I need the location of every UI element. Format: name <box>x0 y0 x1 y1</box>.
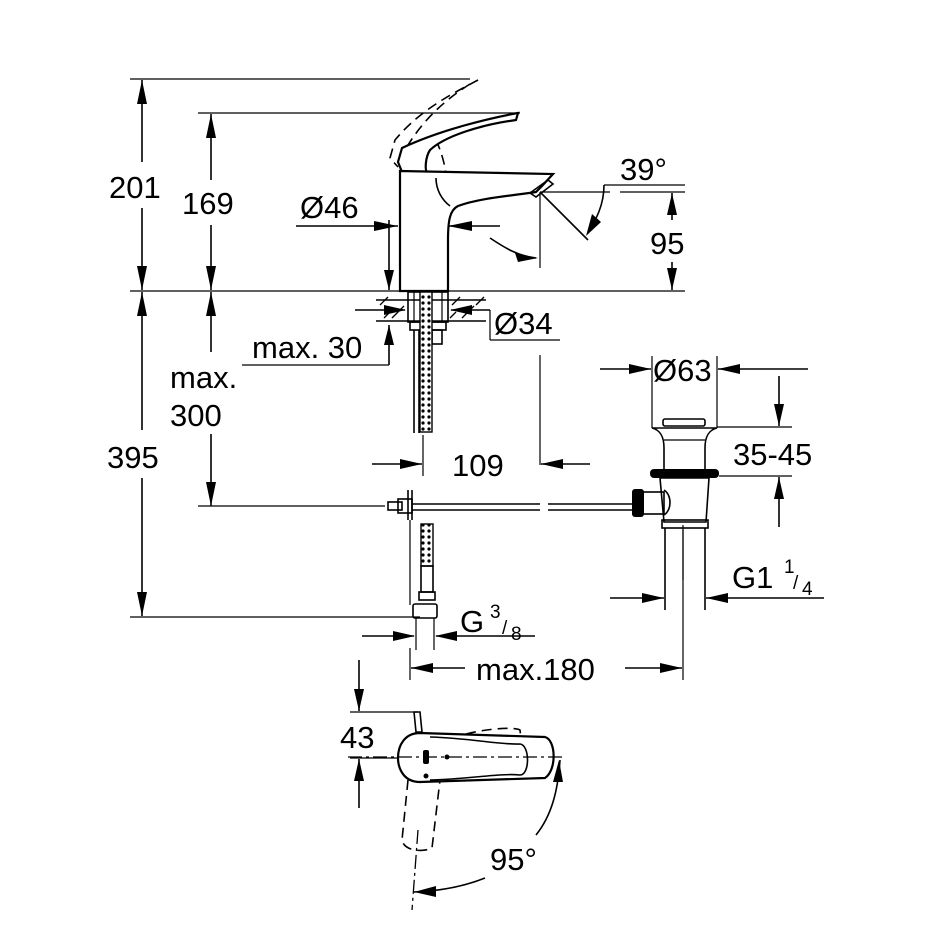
label-waste-diameter: Ø63 <box>653 353 712 388</box>
label-lever-offset: 43 <box>340 720 374 755</box>
label-waste-thread: G1 <box>732 560 773 595</box>
dimension-diameter-34 <box>355 305 560 465</box>
dimension-169 <box>206 114 216 290</box>
faucet-side-view <box>389 79 556 293</box>
label-supply-thread-num: 3 <box>490 602 501 623</box>
dimension-g38 <box>362 631 535 641</box>
label-supply-thread-slash: / <box>502 618 508 639</box>
label-lever-rotation: 95° <box>490 842 537 877</box>
label-supply-thread-den: 8 <box>511 624 522 645</box>
label-hose-length: 300 <box>170 398 222 433</box>
waste-valve <box>632 356 719 610</box>
label-waste-to-supply: max.180 <box>476 652 595 687</box>
dimension-diameter-46 <box>296 221 500 231</box>
label-overall-height: 395 <box>107 440 159 475</box>
dimension-109 <box>372 435 590 476</box>
label-waste-thread-num: 1 <box>784 557 795 578</box>
dimension-395 <box>137 292 147 616</box>
dimension-max-300 <box>206 292 216 506</box>
dimension-diameter-63 <box>600 364 808 374</box>
arrowhead <box>137 80 147 104</box>
label-spout-angle: 39° <box>620 152 667 187</box>
label-spout-height: 95 <box>650 226 684 261</box>
label-total-height: 201 <box>109 170 161 205</box>
label-mounting-hole: Ø34 <box>494 306 553 341</box>
dimension-g1-14 <box>610 593 824 603</box>
label-body-diameter: Ø46 <box>300 190 359 225</box>
label-deck-thickness: max. 30 <box>252 330 362 365</box>
dimension-43 <box>354 660 364 808</box>
deck-section <box>376 291 486 433</box>
dimension-max-30 <box>242 220 394 366</box>
supply-hose <box>412 523 438 650</box>
label-hose-max: max. <box>170 360 237 395</box>
dimension-35-45 <box>717 376 792 527</box>
pop-up-rod <box>387 490 632 605</box>
label-supply-thread: G <box>460 604 484 639</box>
faucet-top-view <box>348 711 566 911</box>
label-waste-thread-slash: / <box>793 573 799 594</box>
label-waste-thread-den: 4 <box>802 579 813 600</box>
label-spout-projection: 109 <box>452 448 504 483</box>
dimension-201 <box>137 80 147 290</box>
dimension-angle-95 <box>413 759 563 897</box>
arrowhead <box>137 266 147 290</box>
label-waste-range: 35-45 <box>733 437 812 472</box>
label-height-to-lever: 169 <box>182 186 234 221</box>
dimension-angle-39 <box>489 184 685 262</box>
dimension-95 <box>667 193 677 290</box>
